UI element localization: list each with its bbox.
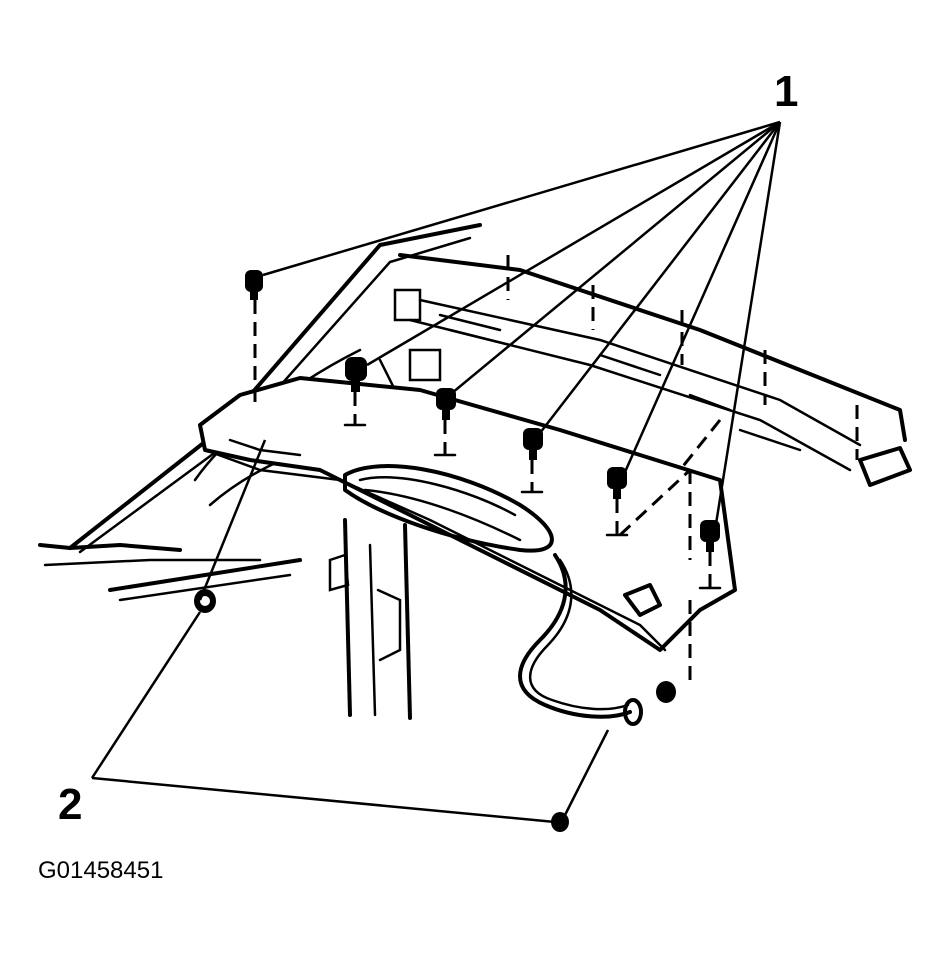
bolt-icon [245,270,263,405]
nut-icon [656,681,676,703]
nut-icon [551,812,569,832]
callout-label-nuts: 2 [58,780,83,829]
fasteners-group [245,255,859,680]
bolt-icon [698,520,722,590]
bolt-icon [433,388,457,457]
leader-lines-1 [262,120,782,525]
bolt-icon [605,467,629,537]
nuts-group [194,589,676,832]
bolt-icon [343,357,367,427]
callout-label-fasteners: 1 [774,67,799,116]
wire-harness [518,553,643,726]
figure-id-label: G01458451 [38,857,164,884]
leader-lines-2 [90,439,610,824]
bolt-icon [520,428,544,494]
overhead-console-panel [198,376,737,652]
nut-icon [194,589,216,613]
